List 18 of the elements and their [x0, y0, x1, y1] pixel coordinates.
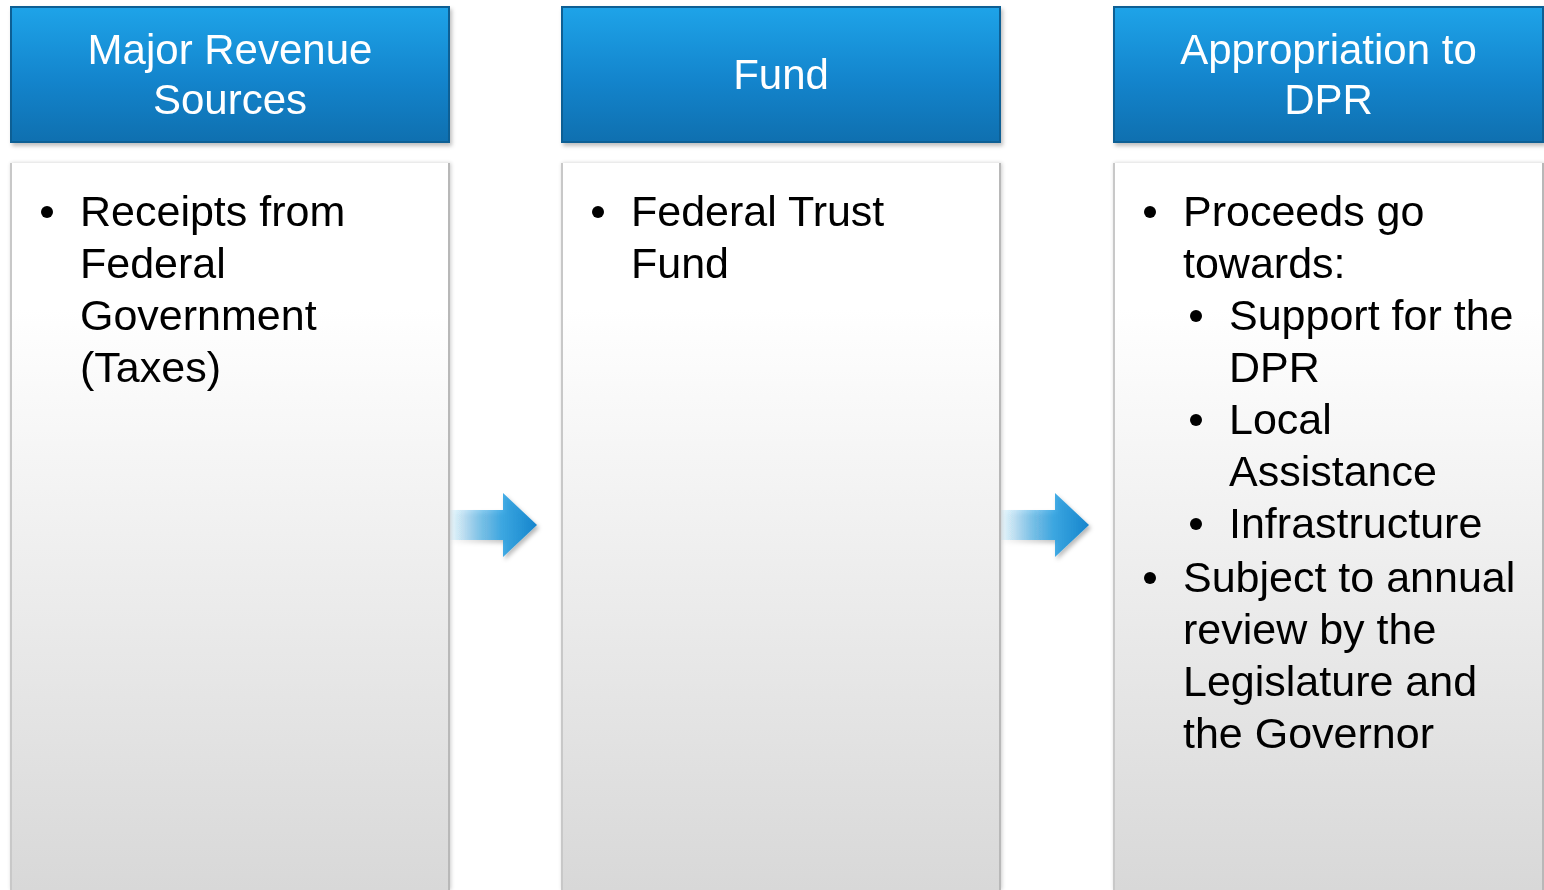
header-box	[1113, 6, 1544, 143]
header-box	[10, 6, 450, 143]
header-title: Major Revenue Sources	[86, 24, 374, 125]
content-panel	[561, 163, 1001, 890]
content-panel	[1113, 163, 1544, 890]
header-title: Fund	[733, 49, 829, 100]
bullet-text: Support for the DPR	[1229, 291, 1514, 391]
bullet-text: Subject to annual review by the Legislature and the Governor	[1183, 553, 1516, 757]
block-arrow	[450, 493, 537, 557]
header-box	[561, 6, 1001, 143]
bullet-text: Federal Trust Fund	[631, 187, 885, 287]
block-arrow	[1001, 493, 1089, 557]
bullet-text: Infrastructure	[1229, 499, 1483, 547]
bullet-text: Local Assistance	[1229, 395, 1437, 495]
header-title: Appropriation to DPR	[1179, 24, 1478, 125]
content-panel	[10, 163, 450, 890]
bullet-text: Proceeds go towards:	[1183, 187, 1425, 287]
bullet-text: Receipts from Federal Government (Taxes)	[80, 187, 346, 391]
